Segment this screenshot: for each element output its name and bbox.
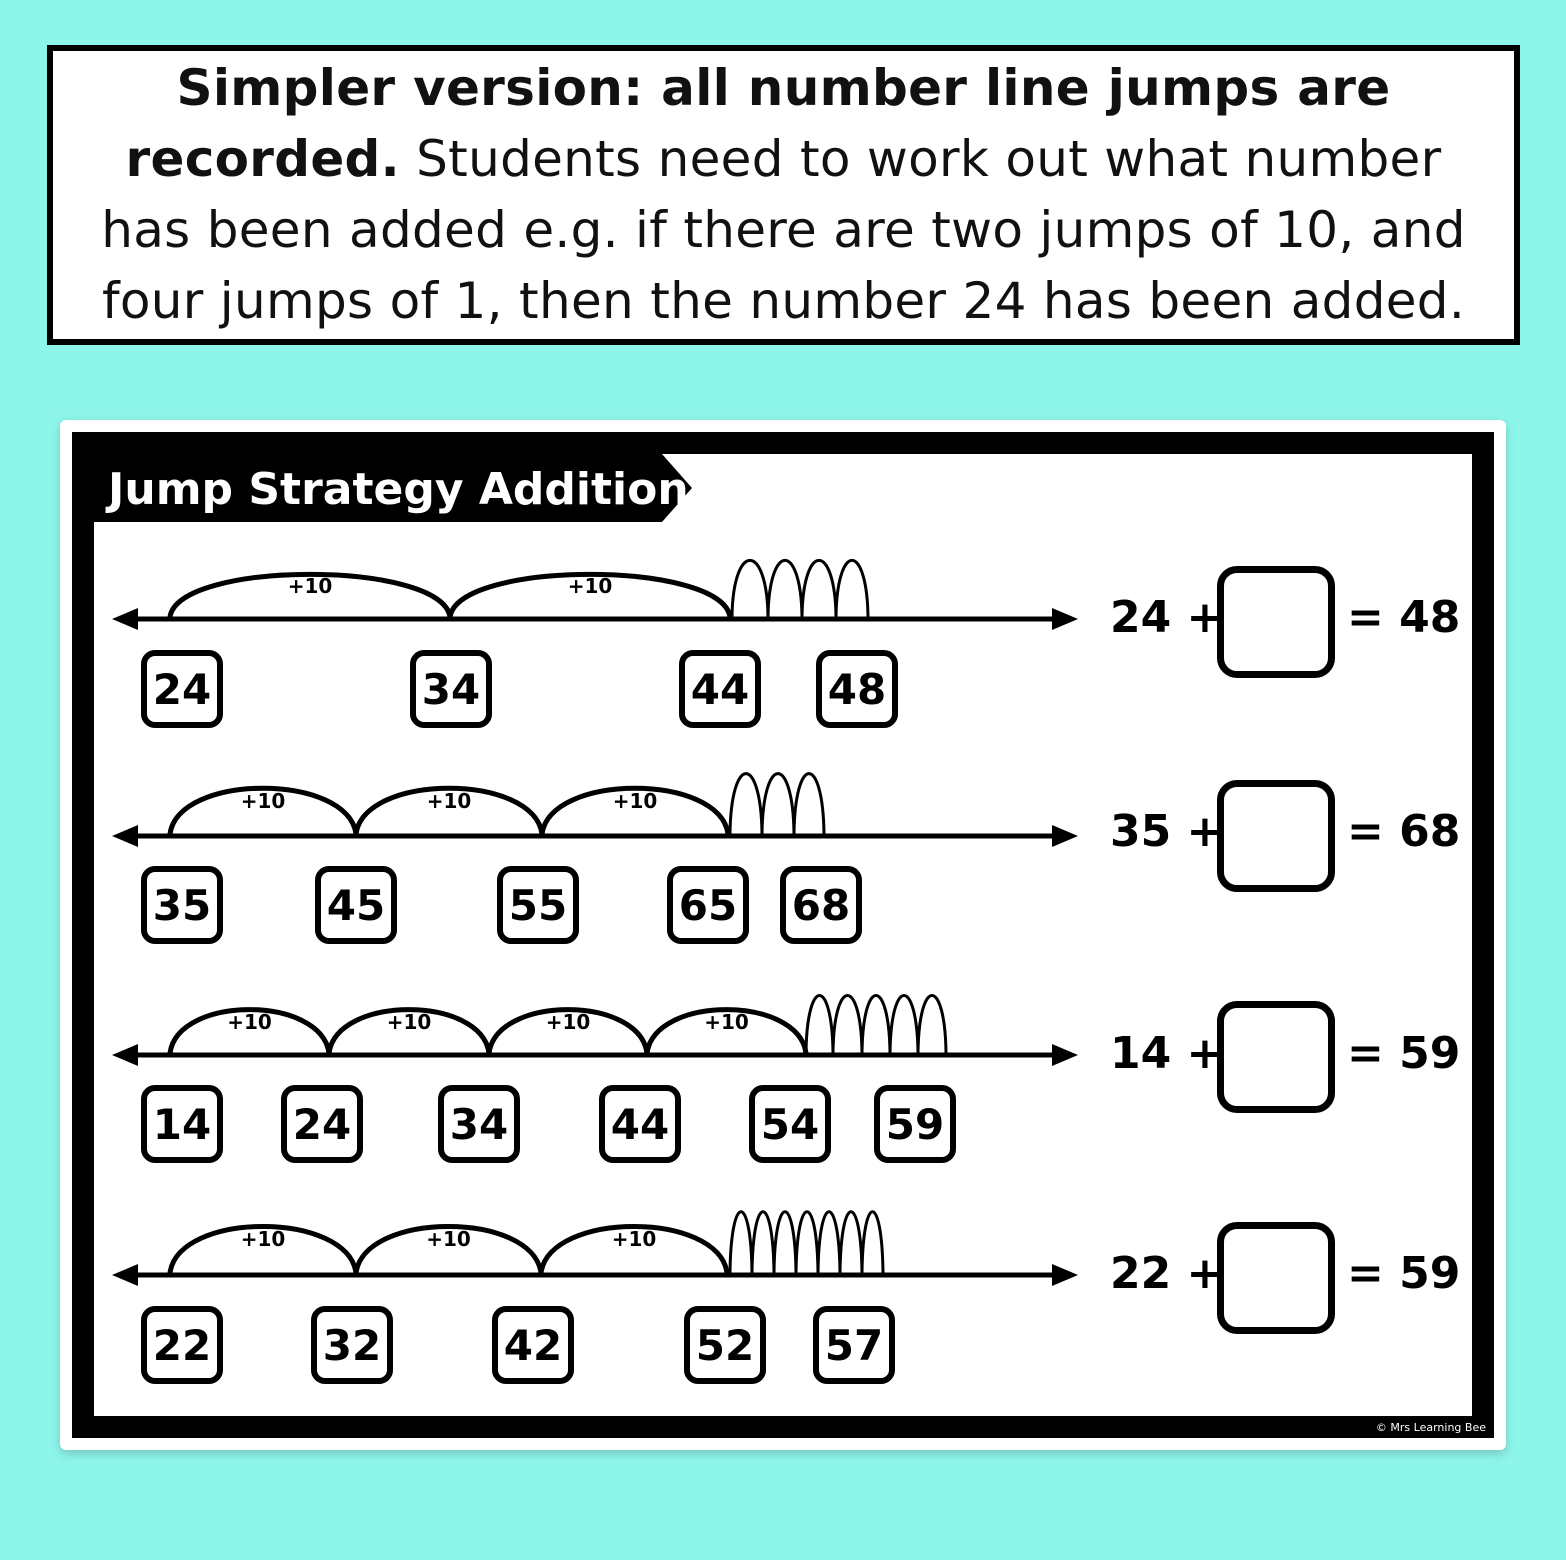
ten-jump-arc	[538, 1223, 730, 1274]
number-line-2	[112, 772, 1078, 847]
number-box: 14	[141, 1085, 223, 1163]
right-arrow-icon	[1052, 1044, 1078, 1066]
answer-input-box[interactable]	[1217, 566, 1335, 678]
right-arrow-icon	[1052, 825, 1078, 847]
ten-jump-arc	[167, 785, 359, 835]
number-box: 65	[667, 866, 749, 944]
ten-jump-arc	[447, 571, 733, 618]
ten-jump-arc	[167, 571, 453, 618]
number-box: 57	[813, 1306, 895, 1384]
left-arrow-icon	[112, 825, 138, 847]
ten-jump-label: +10	[426, 1227, 471, 1252]
answer-input-box[interactable]	[1217, 1222, 1335, 1334]
copyright-text: © Mrs Learning Bee	[1375, 1421, 1486, 1434]
number-box: 68	[780, 866, 862, 944]
one-jump-arc	[730, 558, 770, 618]
ten-jump-label: +10	[612, 789, 658, 813]
one-jump-arc	[728, 772, 764, 835]
one-jump-arc	[838, 1210, 864, 1274]
one-jump-arc	[772, 1210, 798, 1274]
one-jump-arc	[794, 1210, 820, 1274]
ten-jump-arc	[539, 785, 731, 835]
ten-jump-label: +10	[386, 1009, 432, 1034]
number-box: 42	[492, 1306, 574, 1384]
ten-jump-label: +10	[240, 789, 286, 813]
one-jump-arc	[860, 993, 892, 1054]
one-jump-arc	[860, 1210, 885, 1274]
number-box: 34	[410, 650, 492, 728]
answer-input-box[interactable]	[1217, 780, 1335, 892]
number-line-4	[112, 1210, 1078, 1286]
number-box: 59	[874, 1085, 956, 1163]
number-box: 48	[816, 650, 898, 728]
one-jump-arc	[760, 772, 796, 835]
equation-end: = 48	[1347, 592, 1461, 643]
number-box: 22	[141, 1306, 223, 1384]
equation-start: 35 +	[1110, 806, 1224, 857]
left-arrow-icon	[112, 608, 138, 630]
one-jump-arc	[831, 993, 864, 1054]
one-jump-arc	[728, 1210, 754, 1274]
equation-end: = 59	[1347, 1028, 1461, 1079]
worksheet-title: Jump Strategy Addition	[108, 464, 689, 515]
equation-end: = 68	[1347, 806, 1461, 857]
ten-jump-label: +10	[545, 1009, 591, 1034]
one-jump-arc	[834, 558, 870, 618]
number-box: 55	[497, 866, 579, 944]
number-lines-drawing	[112, 558, 1078, 1286]
number-box: 32	[311, 1306, 393, 1384]
ten-jump-arc	[644, 1007, 809, 1054]
one-jump-arc	[766, 558, 804, 618]
one-jump-arc	[816, 1210, 842, 1274]
number-line-3	[112, 993, 1078, 1066]
ten-jump-label: +10	[227, 1009, 272, 1034]
instruction-bold-text: Simpler version: all number line jumps a…	[125, 59, 1391, 188]
ten-jump-arc	[167, 1007, 332, 1054]
ten-jump-label: +10	[704, 1009, 749, 1034]
right-arrow-icon	[1052, 1264, 1078, 1286]
left-arrow-icon	[112, 1264, 138, 1286]
number-box: 35	[141, 866, 223, 944]
number-line-1	[112, 558, 1078, 630]
title-banner	[94, 454, 692, 522]
one-jump-arc	[750, 1210, 776, 1274]
ten-jump-arc	[326, 1007, 492, 1054]
number-box: 44	[679, 650, 761, 728]
instruction-text: Simpler version: all number line jumps a…	[53, 53, 1514, 337]
right-arrow-icon	[1052, 608, 1078, 630]
instruction-body-text: Students need to work out what number ha…	[101, 130, 1466, 330]
number-box: 44	[599, 1085, 681, 1163]
ten-jump-label: +10	[567, 574, 613, 599]
equation-start: 22 +	[1110, 1248, 1224, 1299]
ten-jump-arc	[486, 1007, 650, 1054]
number-box: 34	[438, 1085, 520, 1163]
worksheet: Jump Strategy Addition +10 +10 24 34 44 48 24 …	[72, 432, 1494, 1438]
number-box: 45	[315, 866, 397, 944]
number-box: 24	[281, 1085, 363, 1163]
equation-start: 24 +	[1110, 592, 1224, 643]
equation-end: = 59	[1347, 1248, 1461, 1299]
one-jump-arc	[916, 993, 948, 1054]
instruction-box: Simpler version: all number line jumps a…	[47, 45, 1520, 345]
ten-jump-label: +10	[287, 574, 333, 599]
worksheet-inner: Jump Strategy Addition +10 +10 24 34 44 48 24 …	[94, 454, 1472, 1416]
equation-start: 14 +	[1110, 1028, 1224, 1079]
one-jump-arc	[888, 993, 920, 1054]
ten-jump-arc	[353, 1223, 544, 1274]
ten-jump-label: +10	[611, 1227, 657, 1252]
answer-input-box[interactable]	[1217, 1001, 1335, 1113]
ten-jump-arc	[167, 1223, 359, 1274]
one-jump-arc	[792, 772, 826, 835]
number-box: 54	[749, 1085, 831, 1163]
left-arrow-icon	[112, 1044, 138, 1066]
ten-jump-arc	[353, 785, 545, 835]
number-box: 24	[141, 650, 223, 728]
one-jump-arc	[804, 993, 835, 1054]
number-box: 52	[684, 1306, 766, 1384]
ten-jump-label: +10	[426, 789, 472, 813]
ten-jump-label: +10	[240, 1227, 286, 1252]
one-jump-arc	[800, 558, 838, 618]
